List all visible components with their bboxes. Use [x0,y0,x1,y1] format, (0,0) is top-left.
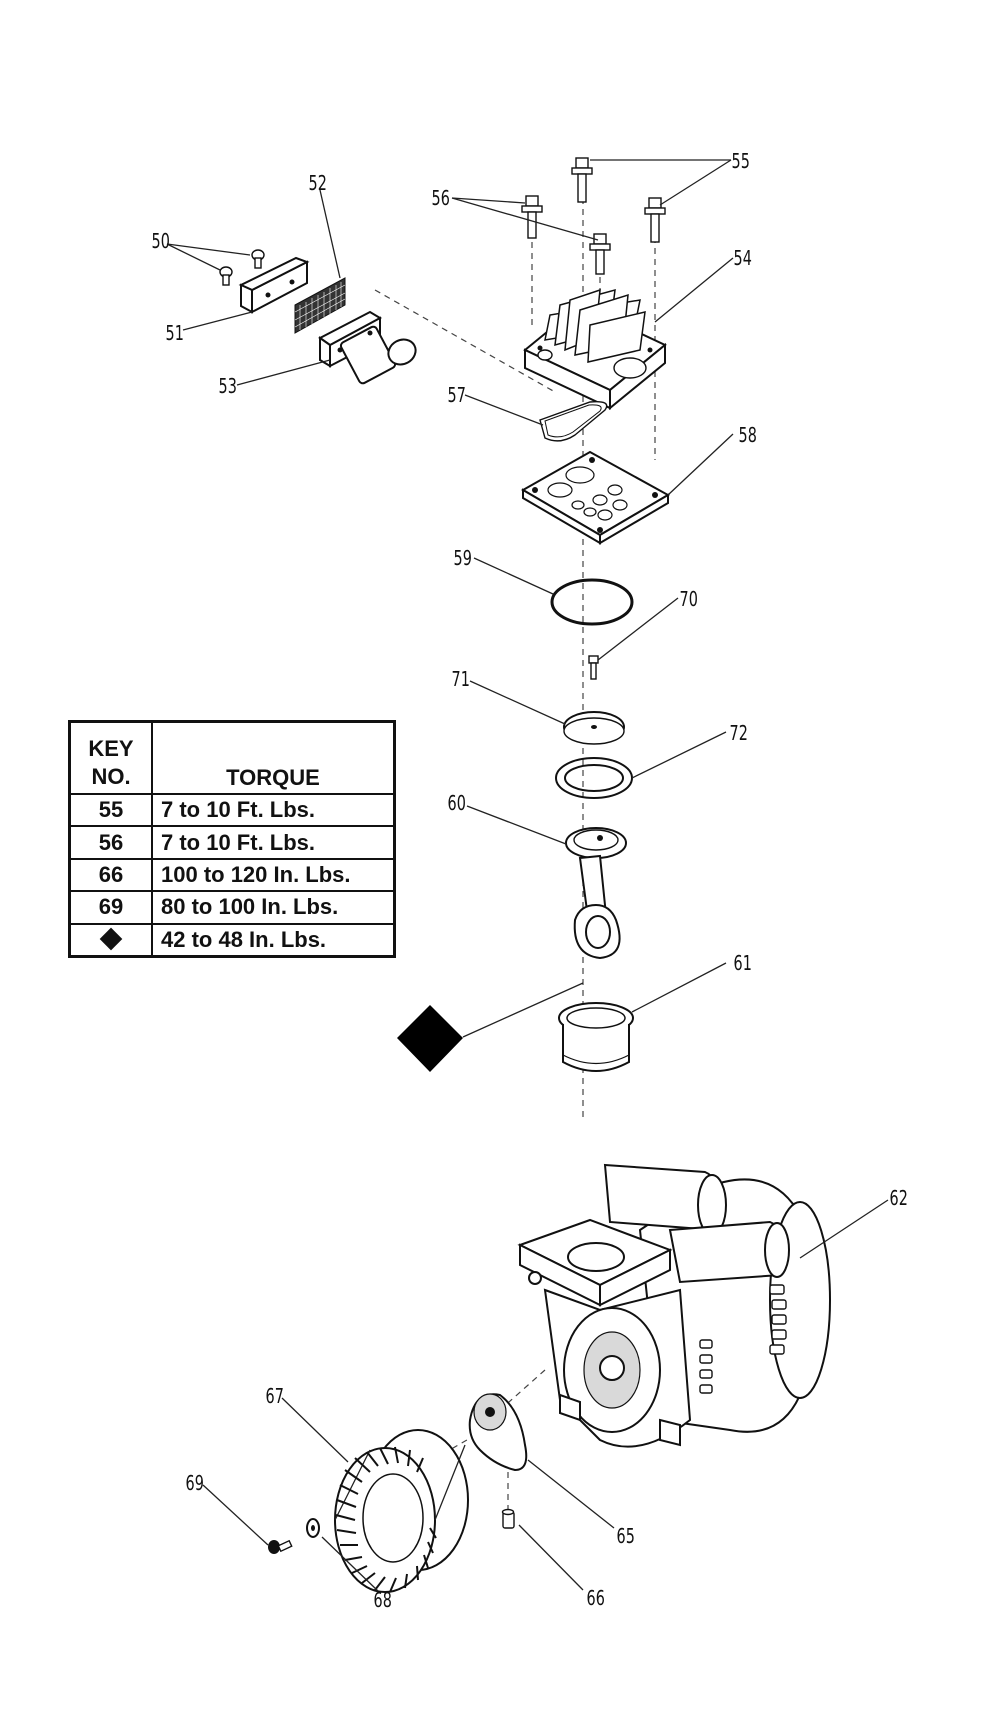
axis-line-filter [374,289,556,393]
torque-header: TORQUE [151,723,393,795]
diamond-icon [397,1005,463,1072]
callout-72: 72 [730,723,748,746]
torque-table-header: KEY NO. TORQUE [71,723,393,795]
torque-row-key: 55 [71,792,153,828]
torque-row-key [71,922,153,955]
torque-row: 69 80 to 100 In. Lbs. [71,890,393,925]
callout-53: 53 [219,376,237,399]
part-55-56-bolts [521,157,666,275]
torque-row-key: 66 [71,857,153,893]
callout-60: 60 [448,793,466,816]
part-51-filter-cover [238,256,310,314]
part-65-eccentric [468,1393,528,1472]
callout-59: 59 [454,548,472,571]
part-52-filter-element [294,277,346,334]
part-54-cylinder-head [523,288,667,411]
torque-row-value: 80 to 100 In. Lbs. [151,890,393,925]
torque-row: 56 7 to 10 Ft. Lbs. [71,825,393,860]
callout-51: 51 [166,323,184,346]
callout-56: 56 [432,188,450,211]
torque-row-value: 7 to 10 Ft. Lbs. [151,792,393,828]
callout-58: 58 [739,425,757,448]
bolt-56a [521,195,543,239]
part-58-valve-plate [520,450,671,545]
callout-69: 69 [186,1473,204,1496]
callout-numbers: 50 51 52 53 54 55 56 57 58 59 60 61 62 6… [152,151,908,1613]
part-66-set-screw [501,1508,515,1529]
callout-70: 70 [680,589,698,612]
torque-table: KEY NO. TORQUE 55 7 to 10 Ft. Lbs. 56 7 … [68,720,396,958]
torque-row: 42 to 48 In. Lbs. [71,922,393,955]
part-60-connecting-rod [565,827,627,960]
callout-65: 65 [617,1526,635,1549]
bolt-56b [589,233,611,275]
part-72-piston-cup [555,757,633,799]
callout-71: 71 [452,669,470,692]
part-68-washer [306,1518,320,1538]
part-69-screw [268,1539,293,1554]
callout-67: 67 [266,1386,284,1409]
torque-row-key: 69 [71,890,153,925]
part-50-screws [219,249,265,286]
bolt-55b [644,197,666,243]
part-57-head-gasket [539,400,608,442]
leader-lines [166,159,889,1592]
callout-66: 66 [587,1588,605,1611]
callout-61: 61 [734,953,752,976]
part-59-o-ring [550,578,634,626]
part-71-retainer [563,711,625,745]
torque-row: 66 100 to 120 In. Lbs. [71,857,393,893]
callout-57: 57 [448,385,466,408]
torque-row-value: 7 to 10 Ft. Lbs. [151,825,393,860]
torque-row: 55 7 to 10 Ft. Lbs. [71,792,393,828]
part-67-fan [334,1429,469,1593]
callout-62: 62 [890,1188,908,1211]
bolt-55a [571,157,593,203]
torque-row-key: 56 [71,825,153,860]
torque-row-value: 42 to 48 In. Lbs. [151,922,393,955]
part-62-motor-assembly [517,1163,831,1448]
key-no-header: KEY NO. [71,723,153,795]
part-70-screw [588,655,599,680]
callout-55: 55 [732,151,750,174]
callout-50: 50 [152,231,170,254]
callout-52: 52 [309,173,327,196]
part-61-cylinder-sleeve [558,1002,634,1072]
diamond-icon [99,927,123,951]
callout-54: 54 [734,248,752,271]
callout-68: 68 [374,1590,392,1613]
torque-row-value: 100 to 120 In. Lbs. [151,857,393,893]
part-53-filter-housing [318,310,417,385]
